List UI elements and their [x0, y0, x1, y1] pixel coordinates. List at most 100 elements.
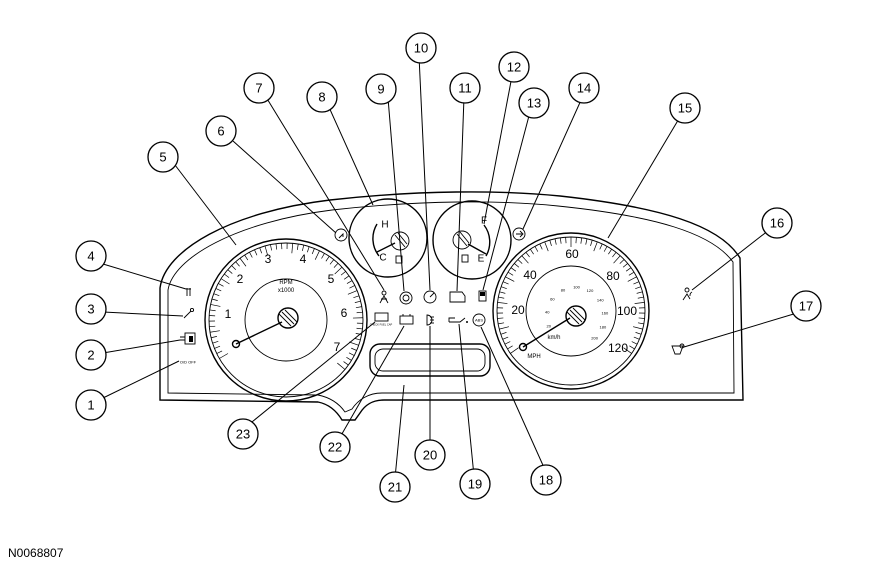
gauge-tick: [302, 244, 305, 251]
gauge-tick: [534, 246, 539, 252]
callout-23: 23: [227, 418, 259, 450]
gauge-tick: [333, 262, 339, 268]
gauge-tick: [343, 275, 350, 280]
gauge-tick: [314, 250, 320, 260]
gauge-tick: [216, 350, 223, 354]
svg-text:1: 1: [87, 398, 94, 413]
brake-warning-icon: [399, 291, 413, 305]
cruise-control-icon: [423, 290, 437, 304]
callout-12: 12: [498, 51, 530, 83]
gauge-tick: [311, 248, 315, 255]
gauge-tick: [499, 326, 510, 330]
tachometer-tick-label: 2: [237, 272, 244, 286]
speedometer-kmh-label: km/h: [547, 335, 560, 341]
gauge-tick: [351, 347, 357, 351]
gauge-tick: [500, 332, 507, 335]
speedometer-kmh-tick-label: 100: [573, 285, 580, 290]
svg-text:11: 11: [458, 81, 472, 96]
gauge-tick: [628, 271, 635, 276]
callout-17: 17: [790, 290, 822, 322]
gauge-tick: [259, 247, 263, 254]
gauge-tick: [507, 271, 514, 276]
fuel-empty-label: E: [478, 254, 485, 265]
svg-text:20: 20: [423, 448, 437, 463]
tachometer-tick-label: 6: [341, 306, 348, 320]
speedometer-tick-label: 20: [511, 303, 525, 317]
gauge-tick: [544, 241, 549, 252]
abs-icon: ABS: [472, 313, 486, 327]
svg-text:16: 16: [770, 216, 784, 231]
svg-text:ABS: ABS: [475, 318, 483, 323]
gauge-tick: [231, 265, 237, 271]
svg-text:2: 2: [87, 348, 94, 363]
gauge-tick: [296, 243, 299, 250]
speedometer-kmh-tick-label: 140: [597, 298, 604, 303]
gauge-tick: [613, 255, 621, 264]
callout-5: 5: [147, 141, 179, 173]
gauge-tick: [213, 293, 220, 297]
svg-text:21: 21: [388, 480, 402, 495]
gauge-tick: [510, 267, 517, 272]
gauge-tick: [622, 263, 628, 268]
gauge-tick: [635, 332, 642, 335]
gauge-tick: [356, 327, 363, 330]
gauge-tick: [549, 240, 552, 246]
gauge-tick: [554, 238, 557, 245]
overdrive-off-icon: O/D OFF: [180, 360, 197, 365]
gauge-tick: [249, 252, 253, 258]
gauge-tick: [349, 285, 355, 289]
tachometer-tick-label: 5: [328, 272, 335, 286]
gauge-tick: [603, 246, 608, 252]
gauge-tick: [585, 238, 588, 245]
shift-indicator-icon: [334, 228, 348, 242]
check-engine-icon: [449, 291, 466, 303]
gauge-tick: [525, 252, 530, 258]
gauge-tick: [510, 347, 519, 354]
tachometer-tick-label: 4: [300, 252, 307, 266]
svg-text:19: 19: [468, 477, 482, 492]
gauge-tick: [539, 243, 543, 250]
gauge-tick: [215, 288, 222, 292]
callout-4: 4: [75, 240, 107, 272]
gauge-tick: [633, 336, 640, 340]
gauge-tick: [559, 237, 562, 244]
svg-text:3: 3: [87, 302, 94, 317]
service-wrench-icon: [183, 307, 195, 319]
gauge-tick: [346, 356, 352, 361]
svg-text:4: 4: [87, 249, 94, 264]
anti-theft-icon: [186, 288, 191, 296]
gauge-tick: [220, 278, 230, 285]
tachometer: 1 2 3 4 5 6 7 RPM x1000: [204, 238, 368, 402]
gauge-tick: [346, 280, 353, 284]
gauge-tick: [500, 286, 507, 290]
callout-9: 9: [365, 73, 397, 105]
tachometer-rpm-label: RPM: [279, 280, 292, 286]
svg-text:5: 5: [159, 150, 166, 165]
security-icon: [180, 332, 196, 345]
gauge-tick: [632, 326, 643, 330]
svg-text:15: 15: [678, 101, 692, 116]
gauge-tick: [270, 244, 272, 251]
callout-15: 15: [669, 92, 701, 124]
speedometer-kmh-tick-label: 40: [545, 310, 550, 315]
figure-code: N0068807: [8, 546, 64, 560]
check-fuel-cap-icon: CHECK FUEL CAP: [370, 312, 392, 327]
callout-13: 13: [518, 87, 550, 119]
svg-text:9: 9: [377, 82, 384, 97]
gauge-tick: [356, 311, 363, 314]
gauge-tick: [337, 362, 346, 370]
temp-cold-label: C: [379, 253, 386, 264]
gauge-tick: [254, 249, 258, 256]
speedometer-kmh-tick-label: 200: [591, 336, 598, 341]
gauge-tick: [353, 295, 360, 298]
svg-text:22: 22: [328, 440, 342, 455]
callout-11: 11: [449, 72, 481, 104]
gauge-tick: [209, 330, 220, 333]
gauge-tick: [507, 345, 513, 350]
svg-text:23: 23: [236, 427, 250, 442]
tachometer-tick-label: 3: [265, 252, 272, 266]
speedometer-tick-label: 80: [606, 269, 620, 283]
gauge-tick: [212, 341, 219, 344]
gauge-tick: [625, 267, 632, 272]
